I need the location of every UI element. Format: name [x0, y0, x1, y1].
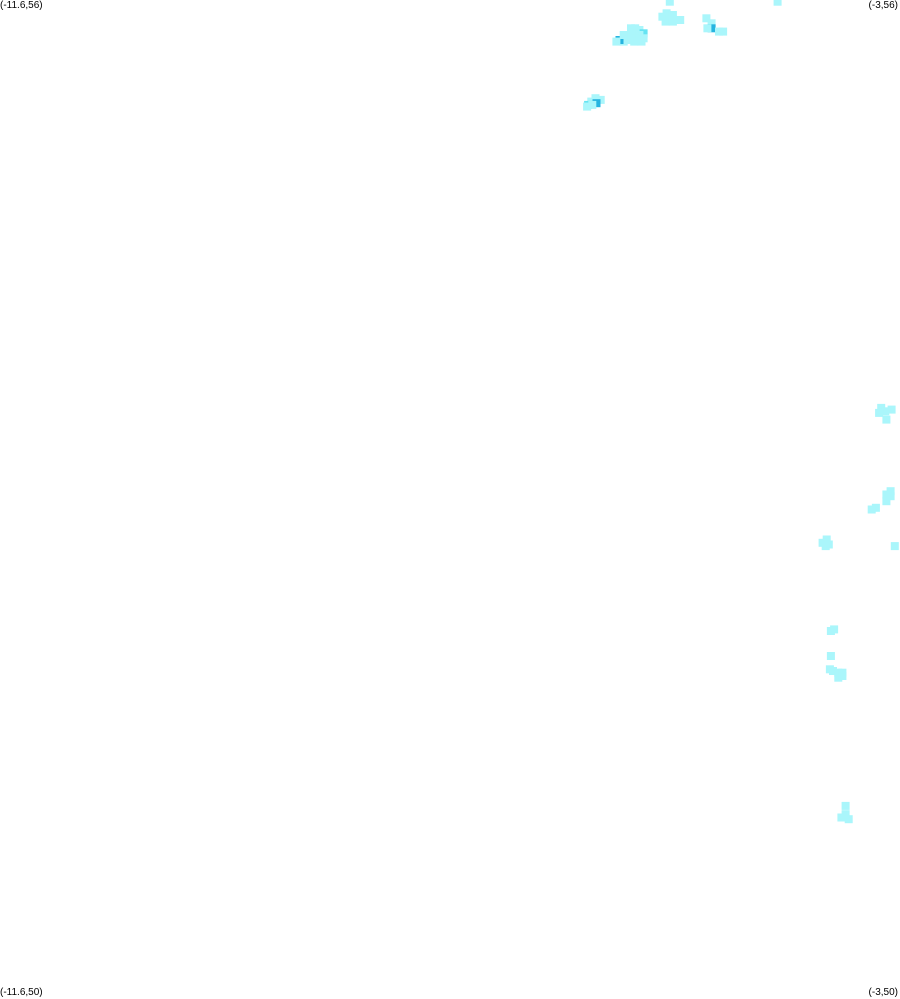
data-cell	[635, 26, 644, 34]
data-cell	[635, 31, 644, 39]
data-cell	[871, 503, 880, 512]
data-cell	[887, 405, 896, 414]
data-cell	[773, 0, 782, 6]
data-cell	[619, 37, 628, 46]
data-cell	[707, 24, 716, 33]
data-cell	[867, 505, 876, 514]
corner-label-top-right: (-3,56)	[868, 0, 898, 11]
corner-label-top-left: (-11.6,56)	[0, 0, 43, 11]
data-cell	[703, 24, 712, 33]
data-cell	[838, 672, 847, 680]
data-cell	[668, 11, 677, 19]
data-cell	[719, 27, 728, 36]
data-cell	[668, 17, 677, 26]
data-cell	[676, 16, 685, 24]
data-cell	[715, 27, 723, 36]
data-cell	[882, 415, 891, 424]
data-cell	[631, 24, 640, 33]
corner-label-bottom-left: (-11.6,50)	[0, 987, 43, 998]
data-cell	[844, 815, 853, 824]
data-cell	[661, 17, 670, 26]
data-cell	[877, 403, 886, 412]
data-cell	[583, 102, 592, 111]
data-cell	[592, 99, 601, 108]
data-cell	[882, 497, 891, 506]
data-cell	[658, 12, 667, 21]
data-cell	[830, 625, 839, 634]
data-cell	[596, 95, 605, 104]
data-cell	[834, 673, 843, 682]
data-cell	[591, 94, 600, 103]
data-cell	[890, 542, 899, 551]
data-cell	[829, 667, 837, 675]
data-cell	[875, 408, 884, 417]
data-cell	[837, 813, 846, 822]
data-cell	[882, 490, 891, 499]
data-cell	[841, 801, 850, 810]
data-cell	[886, 487, 895, 496]
data-cell	[662, 9, 671, 18]
data-cell	[834, 668, 843, 677]
data-cell	[612, 37, 621, 46]
data-cell	[822, 535, 831, 544]
data-cell	[702, 14, 711, 23]
corner-label-bottom-right: (-3,50)	[868, 987, 898, 998]
data-cell	[627, 31, 635, 39]
data-cell	[637, 37, 646, 46]
data-cell	[886, 492, 895, 501]
data-cell	[707, 19, 716, 28]
data-cell	[627, 24, 635, 33]
data-cell	[881, 407, 890, 416]
data-cell	[631, 29, 640, 38]
data-cell	[821, 542, 830, 551]
data-cell	[841, 810, 850, 819]
data-cell	[630, 37, 639, 46]
data-cell	[826, 652, 835, 660]
data-cells-layer	[583, 0, 899, 824]
data-cell	[619, 31, 628, 39]
data-cell	[588, 100, 597, 109]
data-cell	[665, 0, 674, 6]
data-cell	[639, 29, 648, 38]
